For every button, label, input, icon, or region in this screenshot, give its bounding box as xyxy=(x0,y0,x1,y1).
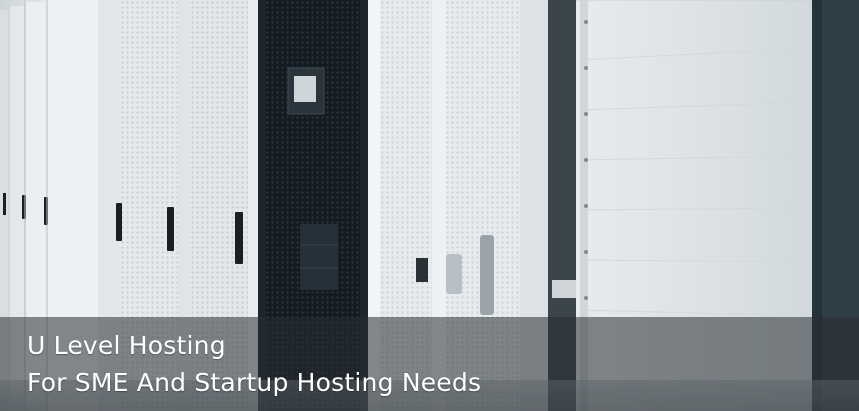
headline: U Level Hosting xyxy=(27,331,226,360)
caption-overlay: U Level Hosting For SME And Startup Host… xyxy=(0,317,859,411)
subheadline: For SME And Startup Hosting Needs xyxy=(27,368,482,397)
